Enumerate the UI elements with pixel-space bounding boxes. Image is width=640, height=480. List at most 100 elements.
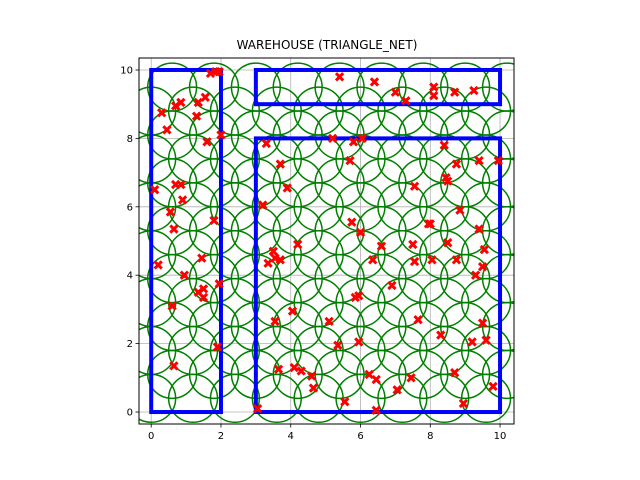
point-26	[214, 67, 224, 77]
y-tick-label-1: 2	[127, 339, 133, 350]
point-66	[390, 87, 401, 97]
point-97	[479, 244, 490, 255]
point-48	[333, 340, 343, 350]
point-68	[401, 96, 411, 106]
point-18	[198, 292, 209, 303]
coverage-circle-118	[188, 62, 240, 112]
point-96	[477, 318, 488, 328]
point-50	[340, 397, 350, 407]
point-64	[376, 241, 387, 251]
point-31	[261, 138, 271, 149]
point-38	[275, 255, 285, 265]
point-2	[157, 108, 167, 118]
point-52	[347, 217, 357, 227]
point-63	[371, 374, 381, 385]
point-10	[176, 97, 186, 108]
point-93	[474, 155, 484, 166]
x-tick-label-2: 4	[288, 431, 294, 442]
point-69	[406, 373, 416, 383]
point-90	[467, 337, 477, 347]
point-47	[327, 133, 338, 144]
point-61	[369, 77, 380, 87]
y-tick-label-5: 10	[120, 65, 133, 76]
point-29	[252, 403, 263, 414]
plot-frame	[138, 57, 515, 425]
point-36	[273, 364, 284, 374]
point-79	[436, 330, 446, 340]
y-tick-label-3: 6	[127, 202, 133, 213]
point-49	[334, 72, 345, 82]
x-tick-label-4: 8	[427, 431, 433, 442]
point-37	[275, 159, 285, 169]
y-tick-label-0: 0	[127, 408, 133, 419]
coverage-circle-123	[398, 62, 449, 112]
point-72	[409, 181, 420, 191]
point-13	[179, 270, 190, 280]
point-57	[355, 227, 366, 238]
point-6	[169, 224, 179, 234]
point-84	[450, 368, 460, 378]
coverage-circle-124	[439, 62, 491, 112]
coverage-circle-120	[272, 62, 323, 112]
point-100	[493, 155, 503, 166]
point-30	[258, 200, 268, 210]
point-21	[202, 137, 212, 147]
point-17	[197, 253, 207, 263]
point-51	[345, 155, 355, 166]
point-59	[364, 369, 374, 380]
point-77	[429, 90, 439, 101]
point-67	[392, 385, 402, 395]
point-4	[165, 207, 176, 217]
coverage-circle-122	[356, 62, 407, 112]
point-71	[409, 256, 420, 267]
point-5	[167, 301, 177, 311]
coverage-circle-125	[481, 62, 514, 112]
point-95	[477, 261, 488, 272]
point-58	[357, 133, 367, 144]
point-86	[451, 159, 462, 169]
point-76	[427, 255, 437, 265]
point-87	[451, 255, 462, 265]
point-28	[216, 130, 226, 140]
x-tick-label-1: 2	[218, 431, 224, 442]
point-43	[296, 366, 306, 376]
point-83	[443, 238, 453, 248]
point-98	[481, 335, 491, 345]
point-25	[212, 342, 223, 352]
coverage-circle-121	[314, 62, 365, 112]
y-tick-label-2: 4	[127, 271, 133, 282]
point-70	[408, 239, 418, 250]
x-tick-label-3: 6	[357, 431, 363, 442]
point-56	[354, 337, 364, 347]
point-12	[177, 195, 188, 205]
point-80	[439, 140, 449, 150]
point-14	[191, 111, 202, 121]
point-19	[198, 284, 209, 294]
point-89	[458, 398, 469, 409]
point-1	[153, 260, 163, 270]
point-44	[307, 371, 317, 381]
point-78	[429, 82, 439, 92]
point-0	[150, 185, 160, 195]
point-11	[176, 179, 186, 190]
x-tick-label-0: 0	[148, 431, 154, 442]
point-82	[443, 176, 453, 186]
point-99	[488, 381, 498, 392]
point-75	[425, 219, 435, 229]
point-88	[455, 205, 465, 215]
point-3	[162, 125, 172, 135]
point-65	[387, 280, 397, 291]
y-tick-label-4: 8	[127, 134, 133, 145]
points	[150, 67, 503, 415]
point-85	[450, 87, 460, 97]
point-20	[200, 92, 210, 102]
point-55	[354, 291, 364, 301]
point-33	[268, 246, 278, 256]
point-41	[289, 362, 299, 373]
plot-area	[139, 62, 514, 424]
coverage-circle-117	[146, 62, 198, 112]
point-32	[263, 258, 273, 268]
point-60	[368, 255, 378, 265]
